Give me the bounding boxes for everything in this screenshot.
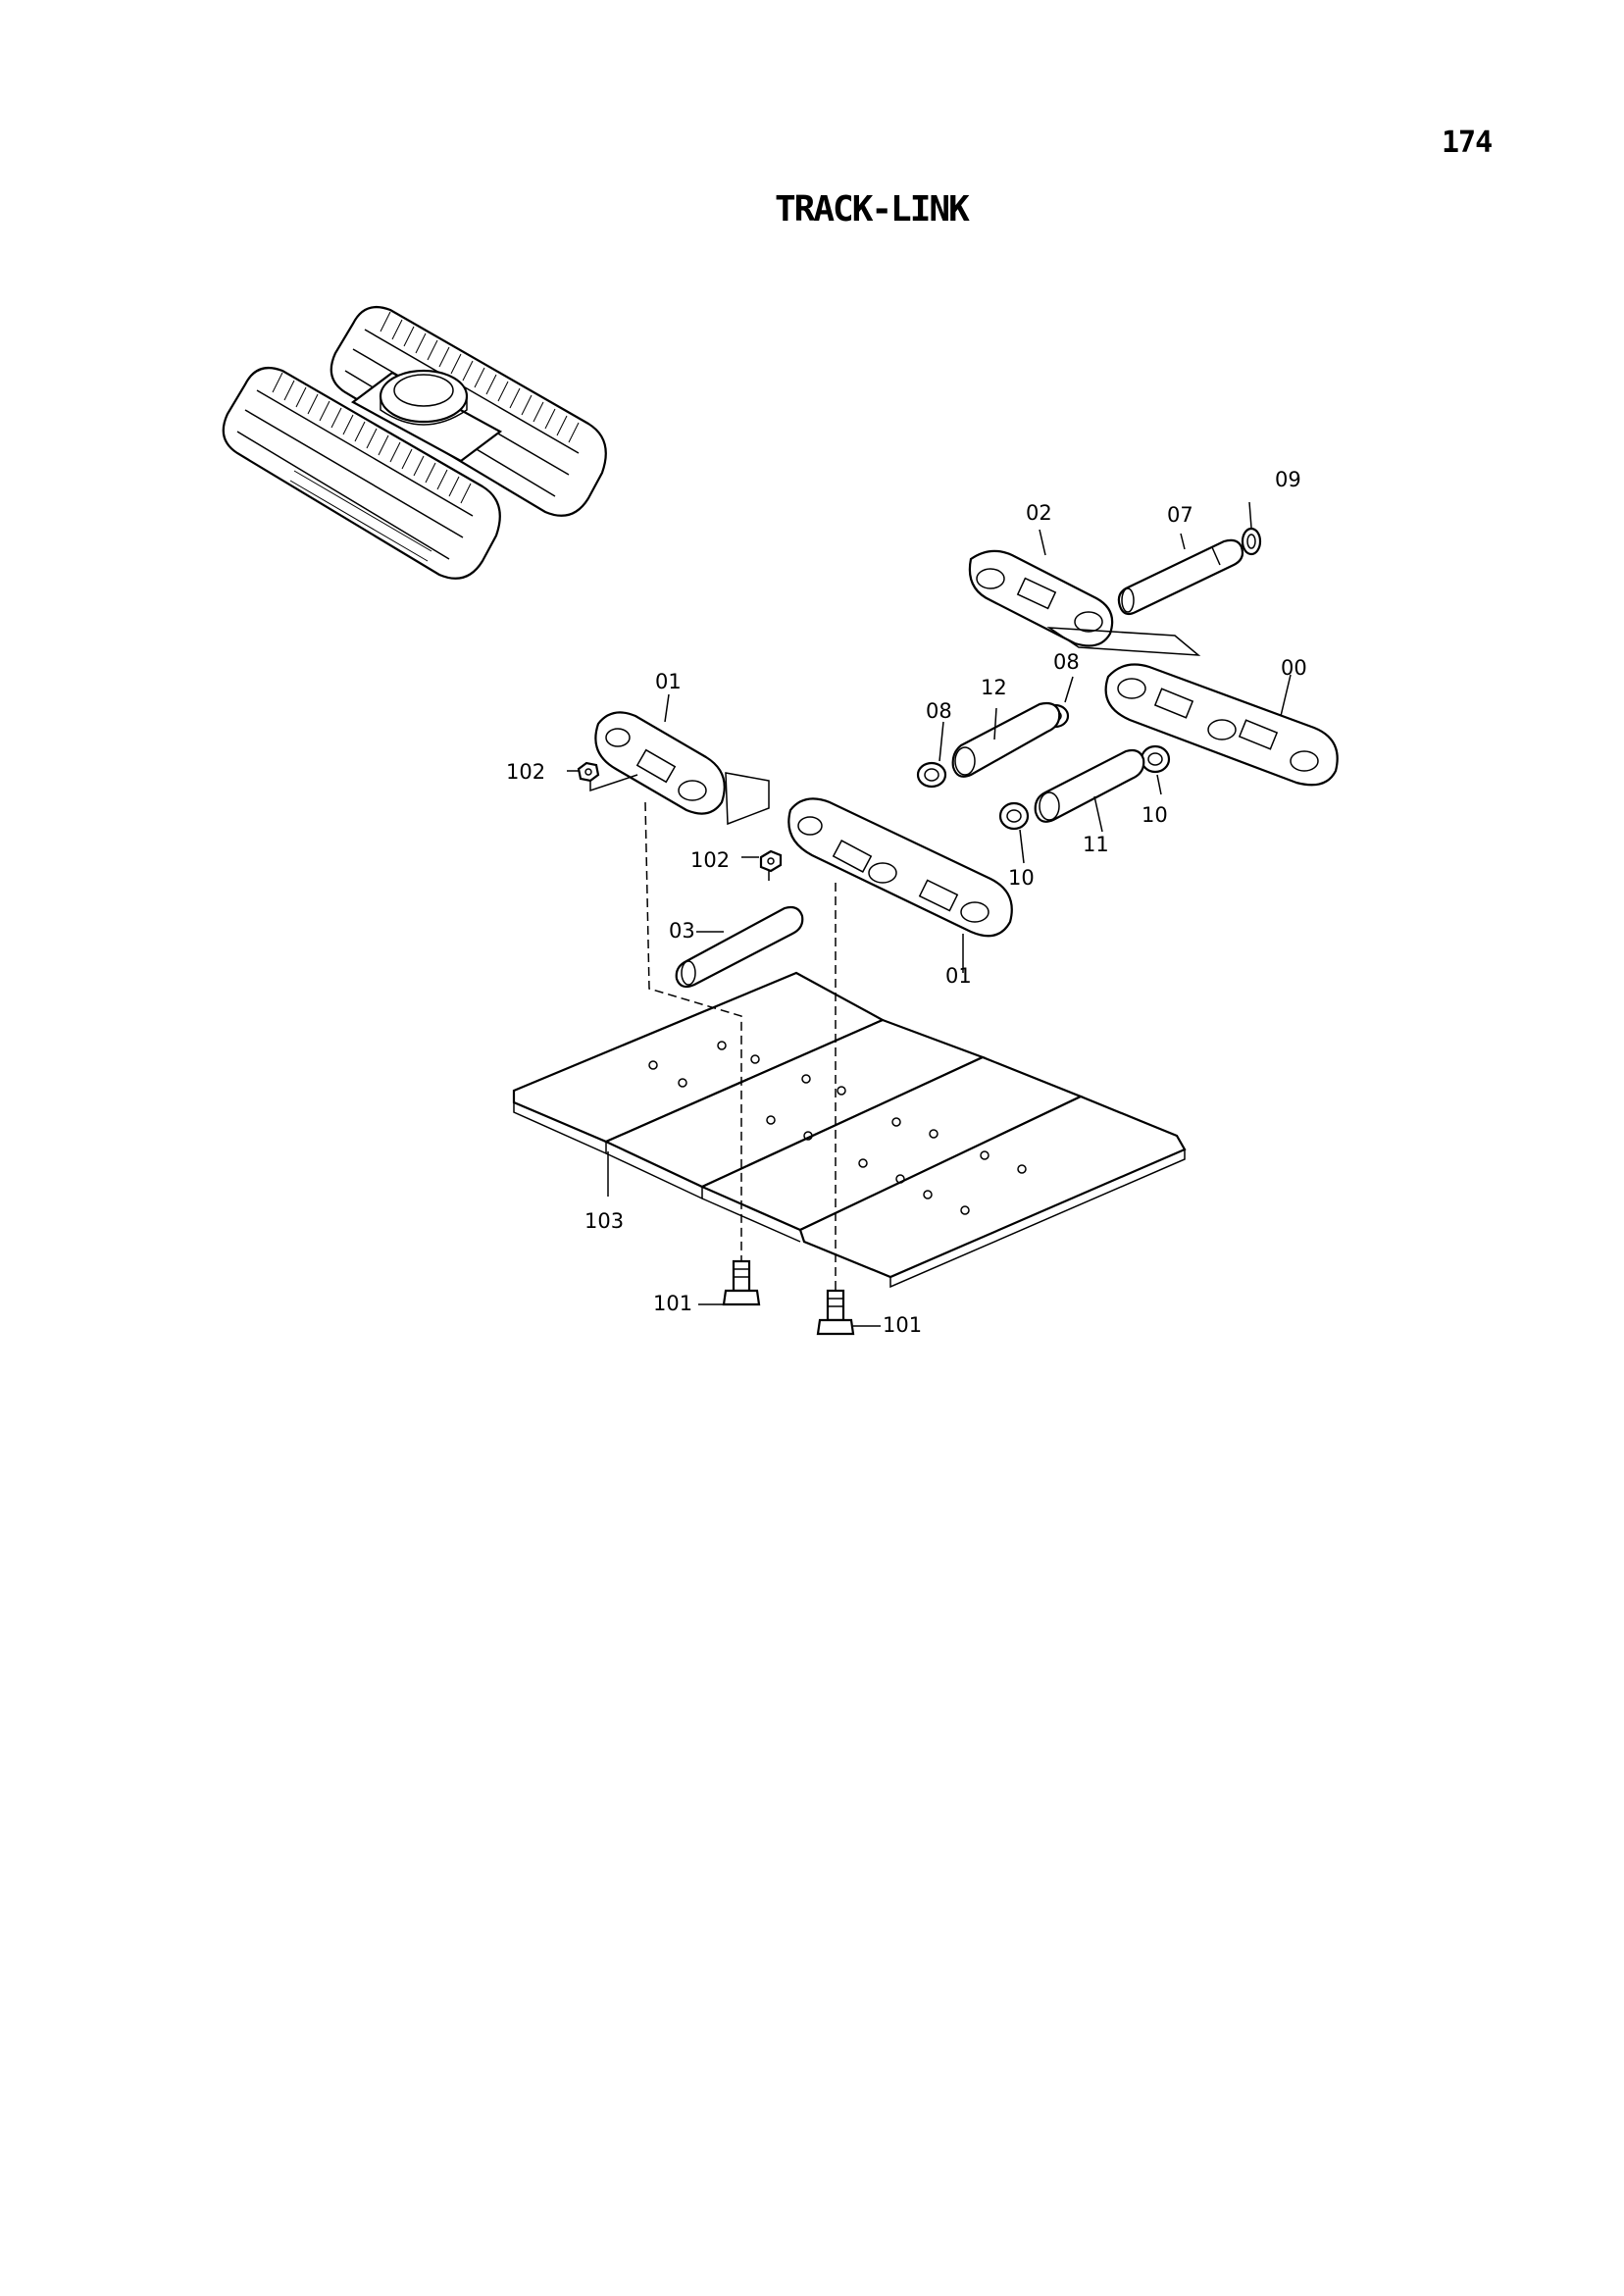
track-pin-03	[675, 905, 804, 989]
track-shoe-103	[512, 971, 1187, 1289]
nut-102-mid	[759, 849, 783, 873]
callout-101-left: 101	[653, 1292, 692, 1315]
callout-09: 09	[1275, 468, 1301, 491]
page-number: 174	[1442, 126, 1493, 160]
alignment-lines	[644, 801, 837, 1291]
undercarriage-overview-drawing	[222, 306, 607, 580]
callout-01-bottom: 01	[945, 964, 972, 988]
track-link-01-bottom	[787, 797, 1013, 938]
track-link-01-top	[594, 711, 726, 815]
seal-08-left	[916, 761, 947, 789]
snap-ring-09	[1241, 527, 1262, 556]
bolt-101-left	[722, 1259, 761, 1306]
seal-10-left	[998, 801, 1030, 831]
bolt-101-right	[816, 1289, 855, 1336]
callout-10-right: 10	[1142, 803, 1168, 827]
track-link-00	[1104, 663, 1339, 787]
callout-11: 11	[1083, 833, 1109, 856]
callout-00: 00	[1281, 656, 1307, 680]
callout-103: 103	[584, 1209, 624, 1233]
callout-08-right: 08	[1053, 650, 1080, 674]
callout-102-top: 102	[506, 760, 545, 784]
track-link-02	[968, 549, 1114, 647]
seal-10-right	[1140, 744, 1171, 774]
nut-102-top	[577, 761, 600, 783]
callout-01-top: 01	[655, 670, 682, 693]
callout-02: 02	[1026, 501, 1052, 525]
bushing-11	[1034, 748, 1145, 823]
callout-102-mid: 102	[690, 848, 730, 872]
master-pin-07	[1117, 538, 1244, 616]
bushing-12	[951, 701, 1061, 778]
callout-labels: 09 02 07 08 00 01 12 08 102 10 11 102 10…	[506, 468, 1307, 1337]
callout-10-left: 10	[1008, 866, 1035, 890]
page-title: TRACK-LINK	[775, 189, 970, 230]
assembly-indicator-01	[725, 772, 770, 826]
callout-12: 12	[981, 676, 1007, 699]
callout-08-left: 08	[926, 699, 952, 723]
assembly-indicator-02-00	[1046, 627, 1201, 656]
callout-07: 07	[1167, 503, 1193, 527]
callout-03: 03	[669, 919, 695, 943]
callout-101-right: 101	[883, 1313, 922, 1337]
leader-lines	[567, 501, 1292, 1327]
